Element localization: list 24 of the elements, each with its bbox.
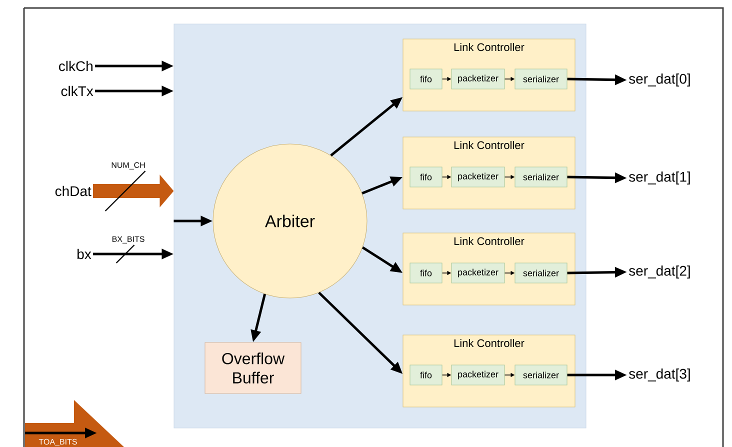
- stage-box: packetizer: [451, 68, 505, 90]
- signal-label: ser_dat[3]: [629, 368, 690, 382]
- bus-width-label: BX_BITS: [112, 236, 144, 244]
- stage-box: fifo: [410, 364, 442, 386]
- stage-box: packetizer: [451, 364, 505, 386]
- bus-width-label: TOA_BITS: [38, 438, 77, 446]
- stage-box: serializer: [514, 364, 568, 386]
- signal-label: clkTx: [61, 86, 94, 96]
- signal-label: ser_dat[1]: [629, 171, 690, 185]
- stage-box: packetizer: [451, 166, 505, 188]
- stage-box: fifo: [410, 262, 442, 284]
- signal-label: ser_dat[0]: [629, 73, 690, 87]
- stage-box: serializer: [514, 262, 568, 284]
- signal-label: ser_dat[2]: [629, 265, 690, 279]
- bus-width-label: NUM_CH: [112, 162, 145, 170]
- signal-label: chDat: [55, 186, 92, 196]
- signal-label: clkCh: [58, 60, 92, 72]
- stage-box: packetizer: [451, 262, 505, 284]
- stage-box: fifo: [410, 166, 442, 188]
- stage-box: serializer: [514, 68, 568, 90]
- signal-label: bx: [78, 248, 92, 260]
- stage-box: serializer: [514, 166, 568, 188]
- buffer-box: Overflow Buffer: [204, 342, 302, 394]
- stage-box: fifo: [410, 68, 442, 90]
